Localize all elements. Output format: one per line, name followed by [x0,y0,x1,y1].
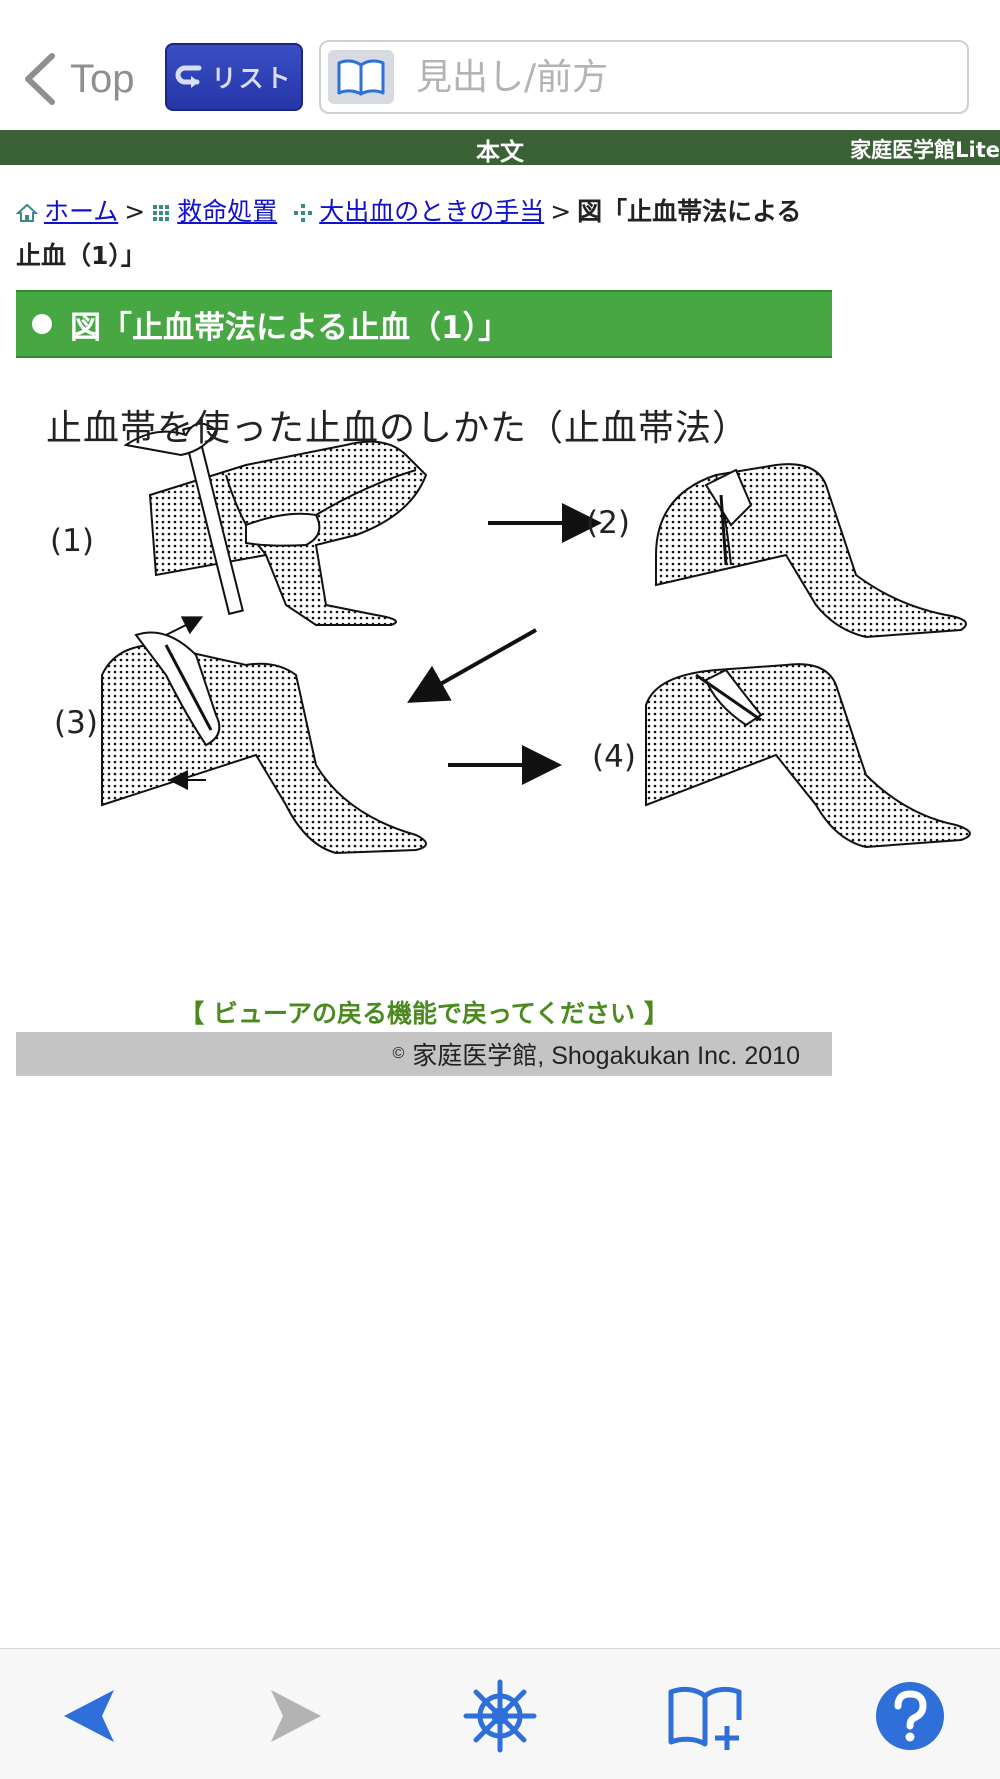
breadcrumb-home-link[interactable]: ホーム [44,197,119,226]
back-button-label: Top [70,56,135,101]
dictionary-book-button[interactable] [328,50,394,104]
search-box [319,40,969,114]
grid-icon [153,205,170,221]
breadcrumb: ホーム> 救命処置 大出血のときの手当>図「止血帯法による止血（1）」 [16,190,826,278]
copyright-text: 家庭医学館, Shogakukan Inc. 2010 [412,1042,800,1070]
bottom-toolbar [0,1648,1000,1779]
return-arrow-icon [176,65,202,88]
step-1-illustration [123,422,428,626]
step-4-label: (4) [592,739,636,775]
back-arrow-icon [64,1690,114,1742]
step-2-illustration [655,463,967,639]
breadcrumb-first-aid-link[interactable]: 救命処置 [177,197,278,226]
tourniquet-illustration [101,422,971,855]
forward-button[interactable] [250,1671,340,1761]
search-input[interactable] [414,55,938,99]
add-bookmark-button[interactable] [660,1671,750,1761]
step-2-label: (2) [586,505,630,541]
copyright-symbol: © [392,1045,405,1062]
top-navigation-bar: Top リスト [0,0,1000,130]
section-strip: 本文 家庭医学館Lite [0,130,1000,166]
book-add-icon [668,1686,742,1750]
help-icon [876,1682,944,1750]
arrow-up-right [165,616,204,636]
heading-bullet-icon [32,314,52,334]
list-button-label: リスト [211,64,293,93]
app-name: 家庭医学館Lite [850,138,1000,162]
section-title: 本文 [476,138,524,166]
page-title: 図「止血帯法による止血（1）」 [70,309,510,346]
home-icon [16,203,38,222]
breadcrumb-current: 図「止血帯法による止血（1）」 [16,197,802,270]
menu-helm-button[interactable] [455,1671,545,1761]
step-4-illustration [645,663,971,849]
open-book-icon [337,59,385,96]
breadcrumb-bleeding-link[interactable]: 大出血のときの手当 [319,197,545,226]
back-button[interactable] [45,1671,135,1761]
breadcrumb-separator: > [124,197,146,226]
step-3-label: (3) [54,705,98,741]
step-3-illustration [101,616,427,855]
arrow-diagonal [407,628,537,703]
list-button[interactable]: リスト [165,43,303,111]
dots-cross-icon [294,204,313,222]
forward-arrow-icon [271,1690,321,1742]
breadcrumb-separator: > [550,197,572,226]
step-1-label: (1) [50,523,94,559]
figure-caption: 止血帯を使った止血のしかた（止血帯法） [46,408,750,449]
help-button[interactable] [865,1671,955,1761]
tourniquet-figure: 止血帯を使った止血のしかた（止血帯法） (1) (2) (3) (4) [16,375,1000,985]
helm-icon [463,1679,537,1753]
page-heading: 図「止血帯法による止血（1）」 [16,290,832,358]
chevron-left-icon [25,53,55,105]
viewer-back-note: 【 ビューアの戻る機能で戻ってください 】 [179,999,669,1028]
back-to-top-button[interactable]: Top [22,48,135,110]
copyright-bar: © 家庭医学館, Shogakukan Inc. 2010 [16,1032,832,1076]
